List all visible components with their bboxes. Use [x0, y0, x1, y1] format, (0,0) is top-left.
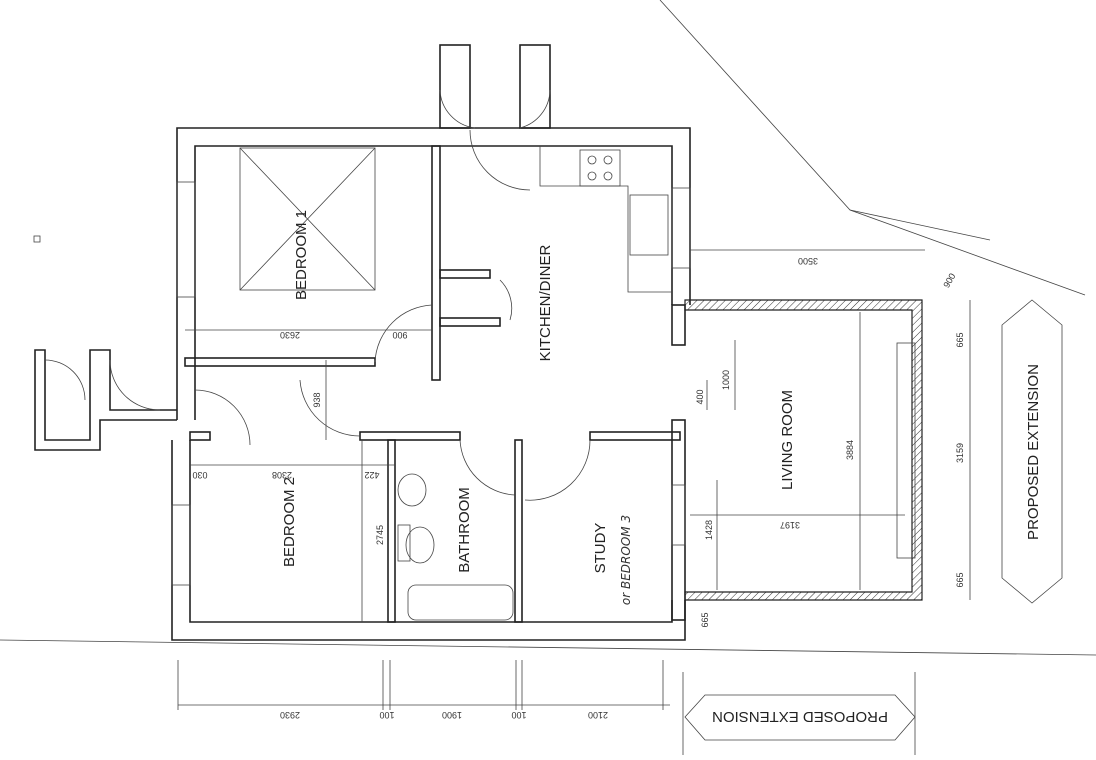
dim-3884: 3884	[845, 440, 855, 460]
dim-400: 400	[695, 389, 705, 404]
proposed-extension-arrow-right	[1001, 299, 1063, 604]
dim-938: 938	[312, 392, 322, 407]
room-label-bedroom2: BEDROOM 2	[281, 477, 298, 567]
sink-icon	[629, 194, 669, 256]
room-label-kitchen: KITCHEN/DINER	[537, 245, 554, 362]
room-label-living-room: LIVING ROOM	[779, 390, 796, 490]
door-swings	[44, 89, 591, 501]
dim-900-diagonal: 900	[941, 271, 957, 289]
basin-icon	[397, 473, 427, 507]
dim-665-study: 665	[700, 612, 710, 627]
toilet-icon	[405, 526, 435, 564]
room-label-bedroom1: BEDROOM 1	[293, 210, 310, 300]
dim-100-b: 100	[511, 710, 526, 720]
dim-665-top: 665	[955, 332, 965, 347]
dim-2930: 2930	[280, 710, 300, 720]
study-handwritten-note: or BEDROOM 3	[619, 515, 633, 605]
proposed-extension-label-bottom: PROPOSED EXTENSION	[712, 708, 888, 725]
dimension-labels: 2630 900 3500 900 665 3159 665 1000 400 …	[192, 256, 965, 720]
dim-422: 422	[364, 470, 379, 480]
dim-1000: 1000	[721, 370, 731, 390]
kitchen-units	[539, 146, 672, 293]
dim-2308: 2308	[272, 470, 292, 480]
dim-3159: 3159	[955, 443, 965, 463]
dim-030: 030	[192, 470, 207, 480]
dim-2100: 2100	[588, 710, 608, 720]
dim-3500: 3500	[798, 256, 818, 266]
bath-icon	[407, 584, 514, 621]
dim-1900: 1900	[442, 710, 462, 720]
room-label-study: STUDY	[592, 523, 609, 574]
hob-icon	[579, 149, 621, 187]
dimension-lines	[177, 209, 991, 710]
bathroom-fittings	[397, 473, 514, 621]
room-label-bathroom: BATHROOM	[456, 487, 473, 573]
windows	[171, 181, 691, 586]
dim-1428: 1428	[704, 520, 714, 540]
dim-2630: 2630	[280, 330, 300, 340]
bed	[239, 147, 376, 291]
dim-665-bottom: 665	[955, 572, 965, 587]
interior-walls	[184, 145, 686, 623]
proposed-extension-label-right: PROPOSED EXTENSION	[1025, 364, 1042, 540]
living-room-extension-walls	[684, 299, 923, 601]
dim-3197: 3197	[780, 520, 800, 530]
dim-2745: 2745	[375, 525, 385, 545]
dim-100-a: 100	[379, 710, 394, 720]
dim-900: 900	[392, 330, 407, 340]
